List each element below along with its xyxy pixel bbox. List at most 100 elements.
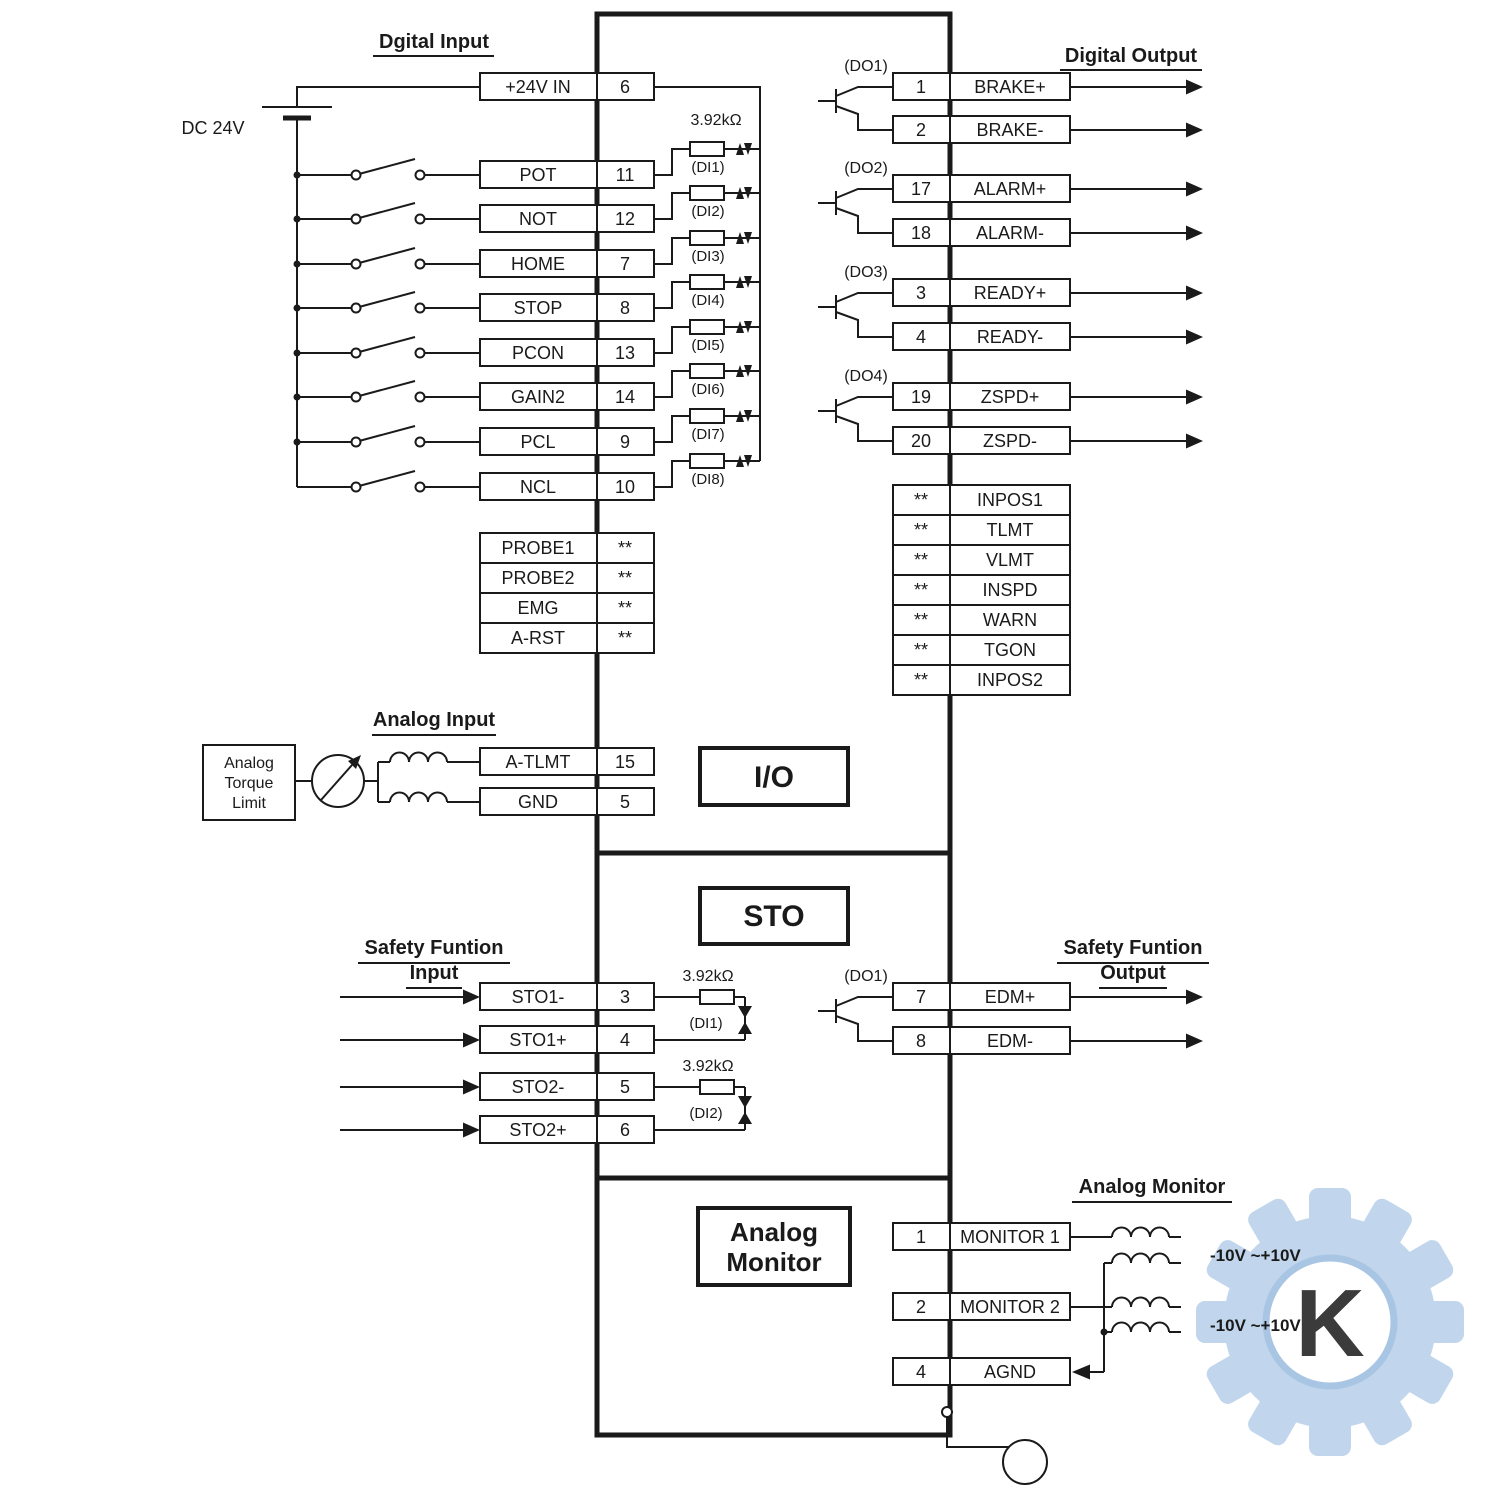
optocoupler-di7 <box>736 410 752 422</box>
svg-text:Limit: Limit <box>232 795 266 812</box>
output-arrowheads <box>1186 79 1203 449</box>
do-label: (DO1) <box>844 968 888 985</box>
terminal-label: TGON <box>984 640 1036 660</box>
svg-text:(DI3): (DI3) <box>691 248 724 265</box>
pin-number: 6 <box>620 77 630 97</box>
terminal-sto1-plus: STO1+4 <box>479 1025 655 1054</box>
terminal-label: STO2+ <box>509 1120 566 1140</box>
label-box <box>479 532 598 564</box>
resistor <box>689 363 725 379</box>
pin-box <box>892 604 951 636</box>
gear-hub-ring <box>1262 1254 1398 1390</box>
svg-text:(DI8): (DI8) <box>691 471 724 488</box>
di-resistor-value: 3.92kΩ <box>690 112 741 129</box>
pin-number: ** <box>914 490 928 510</box>
label-box <box>479 472 598 501</box>
pin-box <box>892 664 951 696</box>
analog-monitor-block-box <box>696 1206 852 1287</box>
terminal-label: STO1- <box>512 987 565 1007</box>
transistor-symbol <box>818 396 893 442</box>
do4-transistor: (DO4) <box>818 368 893 442</box>
label-box <box>949 982 1071 1011</box>
pin-number: ** <box>618 538 632 558</box>
pin-box <box>596 382 655 411</box>
sto-di1-label: (DI1) <box>689 1015 722 1032</box>
terminal-label: READY+ <box>974 283 1047 303</box>
terminal-label: PCL <box>520 432 555 452</box>
dc24v-label: DC 24V <box>181 118 244 138</box>
pin-number: ** <box>618 628 632 648</box>
svg-text:Monitor: Monitor <box>726 1247 821 1277</box>
label-box <box>949 1357 1071 1386</box>
terminal-inpos1: ** INPOS1 <box>892 484 1071 516</box>
terminal-label: STOP <box>514 298 563 318</box>
pin-number: 17 <box>911 179 931 199</box>
do-label: (DO2) <box>844 160 888 177</box>
digital-input-section: Dgital Input DC 24V <box>181 31 761 654</box>
terminal-label: PROBE1 <box>501 538 574 558</box>
optocoupler-di3 <box>736 232 752 244</box>
watermark-logo: K <box>1196 1188 1464 1456</box>
label-box <box>479 204 598 233</box>
sto2-optocoupler-network: 3.92kΩ (DI2) <box>654 1058 752 1131</box>
terminal-label: PCON <box>512 343 564 363</box>
label-box <box>479 747 598 776</box>
terminal-label: INPOS1 <box>977 490 1043 510</box>
terminal-sto1-minus: STO1-3 <box>479 982 655 1011</box>
safety-output-title-line1: Safety Funtion <box>1064 937 1203 959</box>
label-box <box>949 218 1071 247</box>
terminal-tlmt: **TLMT <box>892 514 1071 546</box>
label-box <box>949 382 1071 411</box>
pin-box <box>596 622 655 654</box>
svg-text:(DI5): (DI5) <box>691 337 724 354</box>
pin-number: 4 <box>916 1362 926 1382</box>
di-labels: (DI1) (DI2) (DI3) (DI4) (DI5) (DI6) (DI7… <box>691 159 724 488</box>
do-label: (DO1) <box>844 58 888 75</box>
io-block: I/O <box>698 746 850 807</box>
pin-number: 10 <box>615 477 635 497</box>
sto-block: STO <box>698 886 850 946</box>
pin-number: ** <box>618 568 632 588</box>
analog-monitor-title: Analog Monitor <box>1079 1176 1226 1198</box>
label-box <box>479 622 598 654</box>
terminal-label: ZSPD- <box>983 431 1037 451</box>
io-block-label: I/O <box>754 761 794 794</box>
resistor <box>689 319 725 335</box>
pot-arrowhead <box>348 755 361 769</box>
pin-number: 20 <box>911 431 931 451</box>
svg-text:Analog: Analog <box>224 755 274 772</box>
terminal-label: VLMT <box>986 550 1034 570</box>
sto-block-box <box>698 886 850 946</box>
terminal-inpos2: **INPOS2 <box>892 664 1071 696</box>
terminal-label: INPOS2 <box>977 670 1043 690</box>
terminal-label: BRAKE- <box>976 120 1043 140</box>
transistor-symbol <box>818 996 893 1042</box>
pin-box <box>892 174 951 203</box>
gear-hub <box>1266 1258 1394 1386</box>
safety-output-title-line2: Output <box>1100 962 1166 984</box>
terminal-label: WARN <box>983 610 1037 630</box>
resistor <box>699 989 735 1005</box>
digital-input-title: Dgital Input <box>379 31 489 53</box>
ground-symbol-circle <box>1002 1439 1048 1485</box>
transistor-symbol <box>818 292 893 338</box>
pin-number: 4 <box>916 327 926 347</box>
pin-box <box>596 204 655 233</box>
pin-number: 1 <box>916 77 926 97</box>
agnd-junction-dot <box>1100 1328 1108 1336</box>
label-box <box>479 338 598 367</box>
sto1-resistor-value: 3.92kΩ <box>682 968 733 985</box>
svg-text:(DI7): (DI7) <box>691 426 724 443</box>
resistor <box>689 230 725 246</box>
do3-transistor: (DO3) <box>818 264 893 338</box>
